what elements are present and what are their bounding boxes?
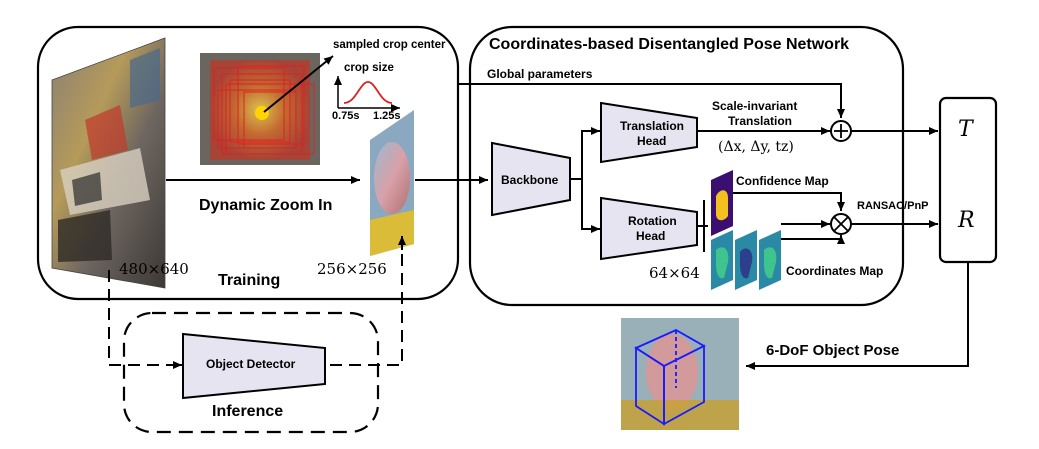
map-resolution-label: 64×64 — [649, 264, 700, 282]
translation-output-symbol: T — [958, 117, 973, 142]
rotation-head-label-2: Head — [636, 229, 666, 243]
crop-time-min-label: 0.75s — [332, 110, 360, 122]
training-title: Training — [218, 272, 281, 289]
backbone-block — [491, 141, 571, 217]
global-parameters-label: Global parameters — [487, 67, 593, 81]
input-scene-image — [51, 37, 166, 289]
crop-time-max-label: 1.25s — [373, 110, 401, 122]
rotation-head-block — [600, 196, 698, 261]
translation-head-label-1: Translation — [620, 119, 685, 133]
rotation-output-symbol: R — [958, 208, 975, 233]
translation-head-block — [600, 101, 698, 164]
input-resolution-label: 480×640 — [119, 260, 189, 278]
coordinates-map-images — [711, 230, 781, 290]
coordinates-map-label: Coordinates Map — [786, 264, 884, 278]
crop-size-plot — [334, 76, 400, 112]
zoomed-crop-image — [370, 110, 414, 256]
dynamic-zoom-label: Dynamic Zoom In — [199, 197, 333, 214]
backbone-label: Backbone — [501, 173, 559, 187]
network-panel — [468, 25, 905, 307]
crop-size-label: crop size — [344, 62, 394, 74]
crop-sampling-image — [200, 53, 320, 165]
scale-invariant-label-2: Translation — [728, 114, 793, 128]
sampled-crop-center-label: sampled crop center — [333, 39, 446, 51]
pose-output-label: 6-DoF Object Pose — [766, 342, 900, 359]
confidence-map-label: Confidence Map — [736, 174, 829, 188]
object-detector-block — [182, 332, 326, 400]
rotation-head-label-1: Rotation — [628, 214, 677, 228]
translation-vector-label: (Δx, Δy, tz) — [718, 139, 794, 155]
confidence-map-image — [711, 170, 733, 236]
product-operator — [830, 213, 852, 235]
ransac-label: RANSAC/PnP — [857, 200, 929, 212]
object-detector-label: Object Detector — [206, 357, 296, 371]
crop-resolution-label: 256×256 — [317, 260, 387, 278]
network-title: Coordinates-based Disentangled Pose Netw… — [489, 36, 850, 53]
scale-invariant-label-1: Scale-invariant — [712, 99, 798, 113]
inference-title: Inference — [212, 403, 284, 420]
training-panel — [36, 25, 460, 301]
translation-head-label-2: Head — [637, 134, 667, 148]
inference-panel — [122, 311, 380, 434]
pose-result-image — [621, 318, 739, 430]
sum-operator — [830, 120, 852, 142]
